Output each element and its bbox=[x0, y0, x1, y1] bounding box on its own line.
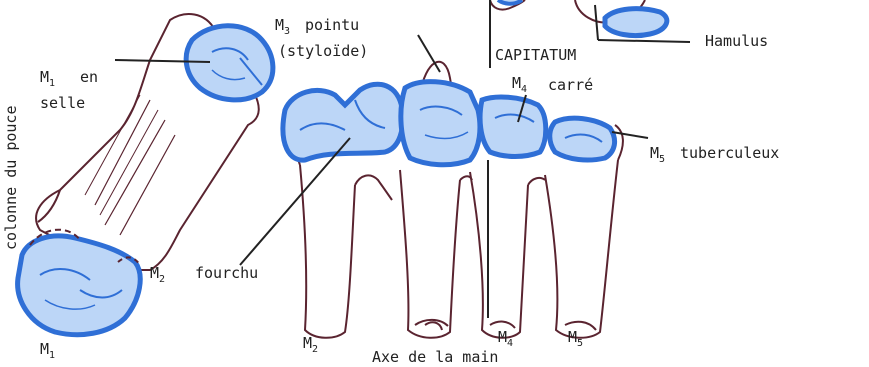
m1-saddle-en: en bbox=[80, 68, 98, 86]
m1-saddle-selle: selle bbox=[40, 94, 85, 112]
m1-label-top: M1 bbox=[40, 68, 55, 89]
m3-label: M3 bbox=[275, 16, 290, 37]
leader-hamulus-h bbox=[598, 40, 690, 42]
m2-label-side: M2 bbox=[150, 264, 165, 285]
carpal-articular-surfaces bbox=[283, 82, 615, 165]
hand-axis-label: Axe de la main bbox=[372, 348, 498, 366]
leader-m3-pointu bbox=[418, 35, 440, 72]
m1-saddle-facet bbox=[186, 26, 273, 100]
m5-tuberculeux: tuberculeux bbox=[680, 144, 779, 162]
leader-m5 bbox=[612, 132, 648, 138]
m1-label-bottom: M1 bbox=[40, 340, 55, 361]
m3-pointu: pointu bbox=[305, 16, 359, 34]
m2-fourchu: fourchu bbox=[195, 264, 258, 282]
m4-label: M4 bbox=[512, 74, 527, 95]
hamulus-label: Hamulus bbox=[705, 32, 768, 50]
m4-label-bottom: M4 bbox=[498, 328, 513, 349]
thumb-column-label: colonne du pouce bbox=[2, 106, 20, 251]
m5-label-bottom: M5 bbox=[568, 328, 583, 349]
m3-styloide: (styloïde) bbox=[278, 42, 368, 60]
m4-carre: carré bbox=[548, 76, 593, 94]
capitatum-label: CAPITATUM bbox=[495, 46, 576, 64]
m5-label: M5 bbox=[650, 144, 665, 165]
m1-base bbox=[18, 230, 141, 335]
